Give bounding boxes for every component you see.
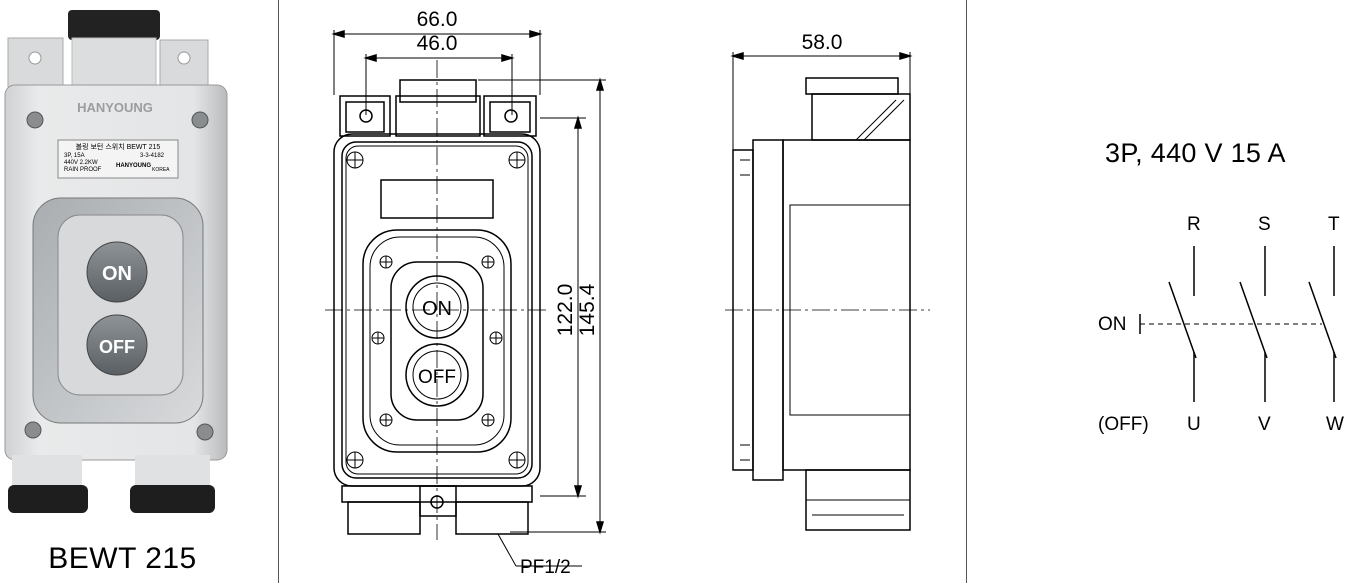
brand-logo: HANYOUNG: [77, 100, 153, 115]
terminal-r: R: [1187, 214, 1201, 235]
on-button-drawing: ON: [405, 275, 469, 339]
off-button-photo: OFF: [86, 314, 148, 376]
svg-text:ON: ON: [102, 263, 132, 285]
front-view-drawing: 66.0 46.0 122.0 145.4: [325, 8, 606, 578]
thread-label: PF1/2: [520, 557, 571, 578]
terminal-v: V: [1258, 414, 1271, 435]
nameplate-brand: HANYOUNG: [116, 163, 151, 169]
nameplate-line3: RAIN PROOF: [64, 167, 102, 173]
on-button-photo: ON: [86, 241, 148, 303]
wiring-on-label: ON: [1098, 314, 1127, 335]
dim-height-outer: 145.4: [576, 283, 599, 336]
svg-text:ON: ON: [422, 298, 452, 320]
product-photo: HANYOUNG 볼링 보턴 스위치 BEWT 215 3P, 15A 440V…: [4, 10, 228, 513]
nameplate-title: 볼링 보턴 스위치 BEWT 215: [76, 142, 161, 151]
dim-height-inner: 122.0: [554, 284, 577, 337]
wiring-schematic: [1139, 246, 1337, 402]
nameplate-line1: 3P, 15A: [64, 153, 85, 159]
nameplate-line2: 440V 2.2KW: [64, 160, 98, 166]
terminal-t: T: [1328, 214, 1340, 235]
side-view-drawing: 58.0: [725, 31, 930, 531]
dim-depth: 58.0: [802, 31, 843, 54]
model-label: BEWT 215: [48, 542, 197, 575]
product-photo-panel: HANYOUNG 볼링 보턴 스위치 BEWT 215 3P, 15A 440V…: [0, 0, 260, 583]
terminal-w: W: [1326, 414, 1344, 435]
dim-width-inner: 46.0: [417, 32, 458, 55]
wiring-off-label: (OFF): [1098, 414, 1149, 435]
terminal-s: S: [1258, 214, 1271, 235]
svg-text:OFF: OFF: [418, 367, 456, 388]
divider-left: [278, 0, 279, 583]
dim-width-outer: 66.0: [417, 8, 458, 31]
nameplate-code: 3-3-4182: [140, 153, 165, 159]
off-button-drawing: OFF: [405, 343, 469, 407]
rating-label: 3P, 440 V 15 A: [1105, 138, 1286, 168]
divider-right: [966, 0, 967, 583]
terminal-u: U: [1187, 414, 1201, 435]
nameplate-country: KOREA: [152, 167, 170, 173]
svg-text:OFF: OFF: [99, 337, 135, 357]
